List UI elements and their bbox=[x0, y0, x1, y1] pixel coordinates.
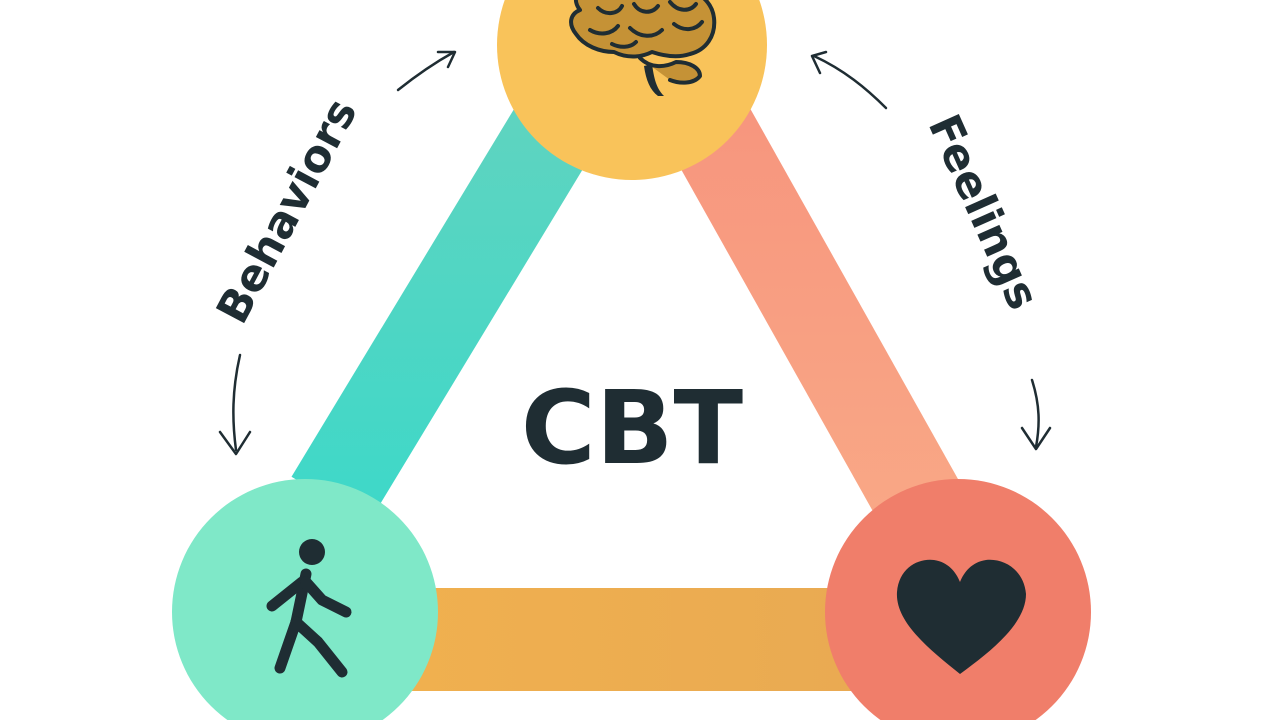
behaviors-label: Behaviors bbox=[207, 90, 368, 331]
node-feelings bbox=[825, 479, 1091, 720]
feelings-label: Feelings bbox=[918, 107, 1049, 317]
brain-icon bbox=[569, 0, 717, 96]
link-behaviors-thoughts bbox=[291, 96, 599, 524]
arrow-to-thoughts-right bbox=[810, 50, 888, 110]
cycle-arrows bbox=[218, 50, 1052, 456]
triangle-links bbox=[291, 96, 975, 691]
walking-person-icon bbox=[266, 539, 352, 678]
arrow-down-right bbox=[1020, 378, 1052, 451]
center-cbt-label: CBT bbox=[521, 369, 744, 488]
arrow-to-thoughts-left bbox=[396, 50, 457, 92]
node-behaviors bbox=[172, 479, 438, 720]
link-thoughts-feelings bbox=[665, 97, 975, 553]
node-thoughts bbox=[497, 0, 767, 180]
arrow-down-left bbox=[218, 353, 252, 456]
link-behaviors-feelings bbox=[400, 588, 870, 691]
heart-icon bbox=[896, 559, 1026, 674]
